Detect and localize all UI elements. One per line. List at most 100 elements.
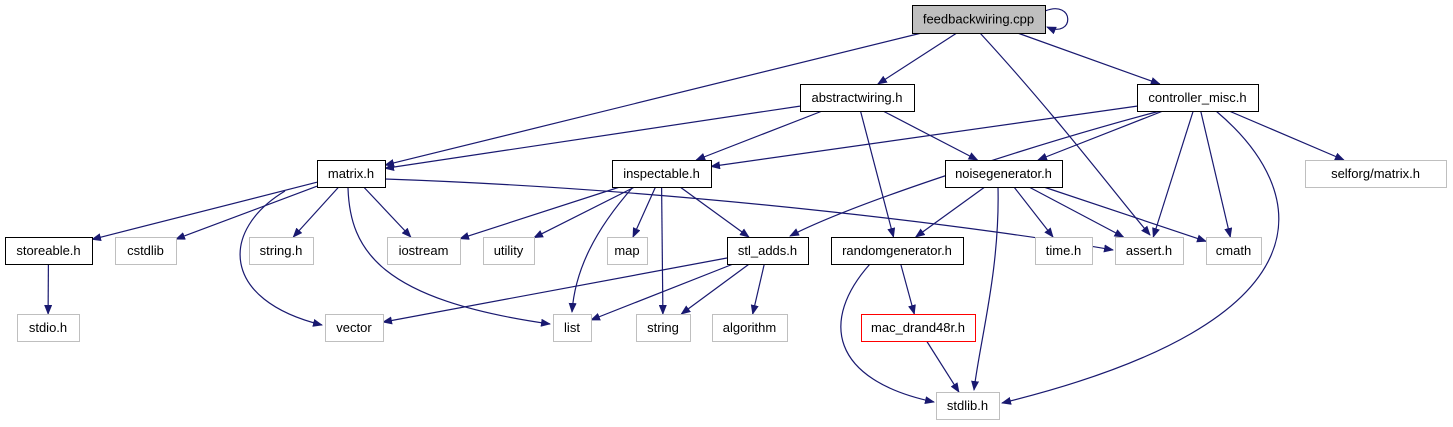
edge-feedbackwiring-cpp-to-matrix-h [384,32,922,167]
edge-inspectable-h-to-iostream [459,186,620,240]
node-vector: vector [325,314,384,342]
node-box [115,237,177,265]
node-box [912,5,1046,34]
node-box [800,84,915,112]
node-box [636,314,691,342]
edge-inspectable-h-to-string [658,186,667,315]
node-algorithm: algorithm [712,314,788,342]
node-box [612,160,712,188]
node-box [861,314,976,342]
node-cmath: cmath [1206,237,1262,265]
node-label: noisegenerator.h [955,166,1052,181]
node-box [249,237,314,265]
node-box [17,314,80,342]
edge-feedbackwiring-cpp-to-abstractwiring-h [877,32,958,85]
node-label: string.h [260,243,303,258]
edge-stl-adds-h-to-string [680,263,750,315]
edge-matrix-h-to-string-h [292,186,340,238]
node-storeable-h[interactable]: storeable.h [5,237,93,265]
edge-noisegenerator-h-to-assert-h [1028,186,1125,238]
node-matrix-h[interactable]: matrix.h [317,160,386,188]
edge-feedbackwiring-cpp-to-assert-h [979,32,1151,236]
node-label: selforg/matrix.h [1331,166,1420,181]
node-label: cstdlib [127,243,164,258]
edge-matrix-h-to-cstdlib [175,185,318,240]
edge-abstractwiring-h-to-matrix-h [384,105,801,172]
node-label: storeable.h [16,243,80,258]
node-feedbackwiring-cpp[interactable]: feedbackwiring.cpp [912,5,1046,34]
edge-matrix-h-to-iostream [363,186,412,238]
node-label: stdio.h [29,320,67,335]
node-controller-misc-h[interactable]: controller_misc.h [1137,84,1259,112]
edge-matrix-h-to-vector [239,190,323,327]
node-box [317,160,386,188]
node-label: list [564,320,580,335]
node-label: randomgenerator.h [842,243,952,258]
node-stl-adds-h[interactable]: stl_adds.h [727,237,809,265]
edge-controller-misc-h-to-selforg-matrix-h [1228,110,1345,161]
node-label: stdlib.h [947,398,988,413]
edge-inspectable-h-to-stl-adds-h [679,186,750,238]
node-box [483,237,535,265]
node-box [1206,237,1262,265]
edge-noisegenerator-h-to-cmath [1043,186,1207,243]
node-box [1035,237,1093,265]
node-box [325,314,384,342]
edge-controller-misc-h-to-inspectable-h [710,105,1138,170]
edge-inspectable-h-to-map [632,186,657,238]
edge-controller-misc-h-to-noisegenerator-h [1037,110,1164,161]
edge-noisegenerator-h-to-stdlib-h [971,186,999,391]
edge-noisegenerator-h-to-randomgenerator-h [914,186,986,238]
node-time-h: time.h [1035,237,1093,265]
node-box [553,314,592,342]
node-utility: utility [483,237,535,265]
node-label: map [614,243,639,258]
node-label: utility [494,243,524,258]
edge-inspectable-h-to-list [568,186,634,313]
node-stdlib-h: stdlib.h [936,392,1000,420]
edge-randomgenerator-h-to-stdlib-h [840,263,935,405]
edges-layer [44,8,1345,405]
nodes-layer: feedbackwiring.cpp abstractwiring.h contro… [5,5,1447,420]
edge-matrix-h-to-storeable-h [91,181,318,242]
node-inspectable-h[interactable]: inspectable.h [612,160,712,188]
edge-inspectable-h-to-utility [533,186,635,239]
node-label: stl_adds.h [738,243,797,258]
node-label: vector [336,320,372,335]
node-map: map [607,237,648,265]
node-cstdlib: cstdlib [115,237,177,265]
node-box [1305,160,1447,188]
edge-randomgenerator-h-to-mac-drand48r-h [900,263,916,315]
edge-abstractwiring-h-to-randomgenerator-h [859,110,896,238]
node-label: time.h [1046,243,1081,258]
node-selforg-matrix-h: selforg/matrix.h [1305,160,1447,188]
node-iostream: iostream [387,237,461,265]
node-label: iostream [399,243,449,258]
edge-feedbackwiring-cpp-to-feedbackwiring-cpp [1044,8,1069,35]
edge-stl-adds-h-to-algorithm [750,263,765,315]
node-string: string [636,314,691,342]
node-box [607,237,648,265]
node-noisegenerator-h[interactable]: noisegenerator.h [945,160,1063,188]
edge-stl-adds-h-to-vector [382,257,728,325]
node-abstractwiring-h[interactable]: abstractwiring.h [800,84,915,112]
node-label: matrix.h [328,166,374,181]
node-label: string [647,320,679,335]
node-list: list [553,314,592,342]
node-label: controller_misc.h [1148,90,1246,105]
edge-controller-misc-h-to-assert-h [1152,110,1194,238]
node-box [712,314,788,342]
node-label: feedbackwiring.cpp [923,12,1034,27]
node-label: mac_drand48r.h [871,320,965,335]
edge-stl-adds-h-to-list [590,263,734,321]
edge-controller-misc-h-to-cmath [1200,110,1233,238]
node-string-h: string.h [249,237,314,265]
node-box [387,237,461,265]
node-randomgenerator-h[interactable]: randomgenerator.h [831,237,964,265]
node-label: inspectable.h [623,166,700,181]
node-box [936,392,1000,420]
node-label: algorithm [723,320,776,335]
node-mac-drand48r-h[interactable]: mac_drand48r.h [861,314,976,342]
node-assert-h: assert.h [1115,237,1184,265]
